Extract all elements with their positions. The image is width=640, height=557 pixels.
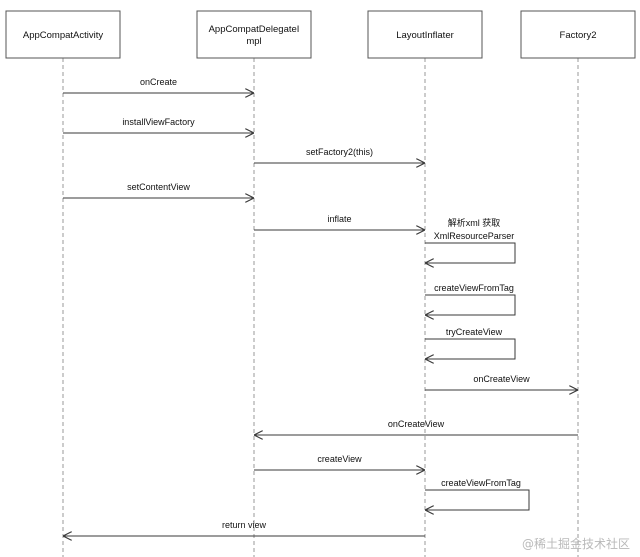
- message-7: tryCreateView: [425, 327, 516, 359]
- message-5: 解析xml 获取 XmlResourceParser: [425, 217, 516, 263]
- lifeline-title: mpl: [246, 36, 261, 47]
- self-call-arrow: [425, 242, 516, 263]
- lifeline-title: Factory2: [560, 30, 597, 41]
- message-0: onCreate: [63, 77, 254, 93]
- message-10: createView: [254, 454, 425, 470]
- message-label: return view: [222, 520, 267, 530]
- lifeline-box: [196, 10, 312, 59]
- lifeline-box: [520, 10, 636, 59]
- lifeline-title: AppCompatActivity: [23, 30, 104, 41]
- watermark-text: @稀土掘金技术社区: [522, 536, 630, 551]
- lifeline-inflater: LayoutInflater: [367, 10, 483, 557]
- message-label: onCreateView: [473, 374, 530, 384]
- message-label: onCreate: [140, 77, 177, 87]
- message-label: createViewFromTag: [441, 478, 521, 488]
- lifeline-box: [367, 10, 483, 59]
- self-call-arrow: [425, 338, 516, 359]
- message-label: createViewFromTag: [434, 283, 514, 293]
- message-label: setFactory2(this): [306, 147, 373, 157]
- lifeline-activity: AppCompatActivity: [5, 10, 121, 557]
- message-label: setContentView: [127, 182, 190, 192]
- self-call-arrow: [425, 294, 516, 315]
- message-label: 解析xml 获取: [448, 217, 501, 228]
- message-3: setContentView: [63, 182, 254, 198]
- lifeline-factory: Factory2: [520, 10, 636, 557]
- message-label: XmlResourceParser: [434, 231, 515, 241]
- message-label: installViewFactory: [122, 117, 195, 127]
- message-4: inflate: [254, 214, 425, 230]
- message-9: onCreateView: [254, 419, 578, 435]
- message-label: tryCreateView: [446, 327, 503, 337]
- message-1: installViewFactory: [63, 117, 254, 133]
- message-label: onCreateView: [388, 419, 445, 429]
- message-12: return view: [63, 520, 425, 536]
- message-2: setFactory2(this): [254, 147, 425, 163]
- message-label: createView: [317, 454, 362, 464]
- lifeline-title: AppCompatDelegateI: [209, 24, 300, 35]
- message-6: createViewFromTag: [425, 283, 516, 315]
- message-11: createViewFromTag: [425, 478, 530, 510]
- self-call-arrow: [425, 489, 530, 510]
- message-label: inflate: [327, 214, 351, 224]
- lifeline-title: LayoutInflater: [396, 30, 454, 41]
- message-8: onCreateView: [425, 374, 578, 390]
- lifeline-box: [5, 10, 121, 59]
